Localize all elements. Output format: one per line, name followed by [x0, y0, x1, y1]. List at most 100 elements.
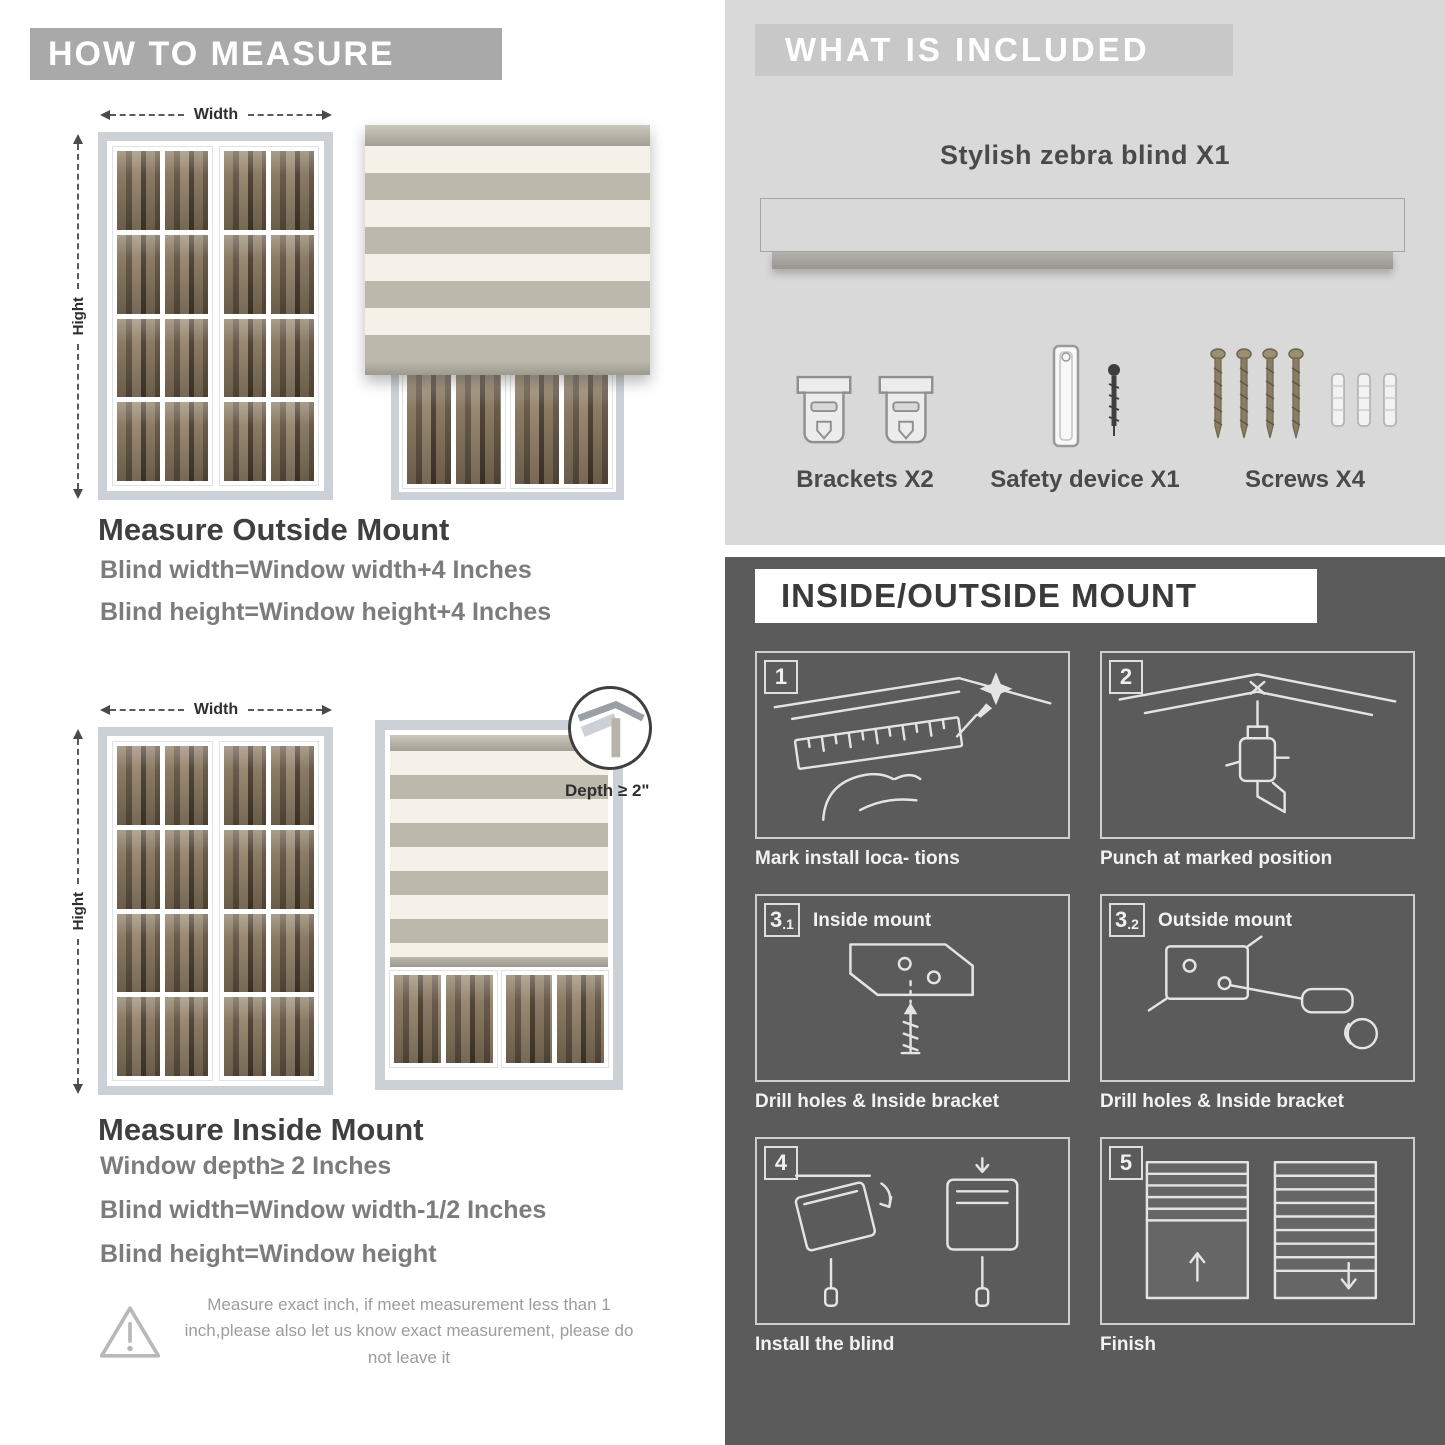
- window-pane: [514, 375, 559, 484]
- safety-device-icon: [1052, 344, 1120, 448]
- arrow-right-icon: [322, 110, 332, 120]
- window-pane: [223, 318, 267, 398]
- height-label: Hight: [69, 297, 87, 336]
- step-number-badge: 3.2: [1109, 903, 1145, 937]
- window-glass-grid: [500, 970, 609, 1068]
- step-caption: Install the blind: [755, 1334, 895, 1355]
- step-number-badge: 3.1: [764, 903, 800, 937]
- window-pane: [164, 402, 208, 481]
- step-panel: 3.1 Inside mount: [755, 894, 1070, 1082]
- window-glass-grid: [218, 741, 319, 1081]
- window-pane: [117, 402, 160, 481]
- step-title: Outside mount: [1158, 910, 1293, 931]
- window-pane: [271, 402, 314, 481]
- window-pane: [223, 402, 267, 481]
- outside-mount-diagram: Width Hight: [60, 100, 670, 505]
- outside-mount-rule: Blind width=Window width+4 Inches: [100, 556, 532, 584]
- step-title: Inside mount: [813, 910, 932, 931]
- step-panel: 3.2 Outside mount: [1100, 894, 1415, 1082]
- mount-step-4: 4: [755, 1137, 1070, 1356]
- install-blind-illustration: [794, 1157, 1019, 1307]
- zebra-blind: [390, 735, 608, 967]
- arrow-up-icon: [73, 729, 83, 739]
- window-pane: [164, 913, 208, 993]
- blind-bottom-rail: [390, 957, 608, 967]
- blind-cassette: [365, 125, 650, 146]
- width-label: Width: [193, 106, 239, 123]
- step-caption: Drill holes & Inside bracket: [1100, 1091, 1344, 1112]
- window-pane: [164, 746, 208, 825]
- window-pane: [223, 829, 267, 909]
- window-pane: [164, 318, 208, 398]
- included-item-safety-device: Safety device X1: [975, 318, 1195, 494]
- screw-icon: [1108, 364, 1120, 436]
- warning-triangle-icon: [99, 1305, 161, 1358]
- window-pane: [117, 829, 160, 909]
- mount-step-2: 2: [1100, 651, 1415, 870]
- height-arrow: Hight: [68, 729, 88, 1095]
- step-panel: 1: [755, 651, 1070, 839]
- zebra-blind: [365, 125, 650, 375]
- arrow-down-icon: [73, 1084, 83, 1095]
- arrow-left-icon: [100, 110, 110, 120]
- arrow-left-icon: [100, 705, 110, 715]
- window-pane: [271, 234, 314, 314]
- bracket-icon: [796, 375, 852, 444]
- height-arrow: Hight: [68, 134, 88, 500]
- window-pane: [164, 997, 208, 1076]
- window-pane: [223, 997, 267, 1076]
- included-items: Brackets X2: [755, 318, 1415, 494]
- what-is-included-section: WHAT IS INCLUDED Stylish zebra blind X1: [725, 0, 1445, 545]
- mark-location-illustration: [773, 672, 1052, 821]
- window-pane: [117, 913, 160, 993]
- step-caption: Punch at marked position: [1100, 848, 1333, 869]
- window-glass-grid: [389, 970, 498, 1068]
- window-pane: [223, 746, 267, 825]
- step-caption: Finish: [1100, 1334, 1156, 1355]
- included-item-brackets: Brackets X2: [755, 318, 975, 494]
- window-pane: [164, 829, 208, 909]
- outside-bracket-illustration: [1147, 935, 1379, 1050]
- screws-icon: [1210, 348, 1397, 439]
- window-illustration: [98, 132, 333, 500]
- window-pane: [394, 975, 441, 1063]
- blind-bottom-rail: [365, 362, 650, 375]
- screws-illustration: [1195, 318, 1415, 456]
- inside-mount-heading: Measure Inside Mount: [98, 1112, 424, 1147]
- window-pane: [117, 997, 160, 1076]
- window-pane: [223, 913, 267, 993]
- inside-mount-rule: Window depth≥ 2 Inches: [100, 1152, 392, 1180]
- included-item-screws: Screws X4: [1195, 318, 1415, 494]
- window-glass-grid: [218, 146, 319, 486]
- window-pane: [557, 975, 604, 1063]
- window-pane: [271, 997, 314, 1076]
- window-pane: [117, 318, 160, 398]
- outside-mount-heading: Measure Outside Mount: [98, 512, 450, 547]
- depth-label: Depth ≥ 2": [565, 781, 650, 800]
- step-panel: 2: [1100, 651, 1415, 839]
- window-pane: [271, 318, 314, 398]
- arrow-up-icon: [73, 134, 83, 144]
- inside-blind-illustration: [375, 720, 623, 1090]
- mount-step-1: 1: [755, 651, 1070, 870]
- blind-stripes: [390, 751, 608, 957]
- inside-mount-diagram: Width Hight: [60, 686, 710, 1105]
- outside-mount-rule: Blind height=Window height+4 Inches: [100, 598, 552, 626]
- item-label: Screws X4: [1244, 466, 1366, 493]
- window-illustration: [98, 727, 333, 1095]
- item-label: Brackets X2: [796, 466, 934, 493]
- window-corner-icon: [577, 700, 645, 758]
- step-number-badge: 5: [1109, 1146, 1143, 1180]
- window-pane: [456, 375, 501, 484]
- item-label: Safety device X1: [990, 466, 1180, 493]
- blind-cassette: [390, 735, 608, 751]
- window-glass-grid: [112, 146, 213, 486]
- mount-instructions-section: INSIDE/OUTSIDE MOUNT 1: [725, 557, 1445, 1445]
- mount-step-3-1: 3.1 Inside mount: [755, 894, 1070, 1113]
- arrow-down-icon: [73, 489, 83, 500]
- outside-blind-illustration: [365, 125, 650, 500]
- safety-device-illustration: [975, 318, 1195, 456]
- blind-stripes: [365, 146, 650, 362]
- width-arrow: Width: [100, 701, 332, 719]
- mount-steps-grid: 1: [755, 651, 1415, 1356]
